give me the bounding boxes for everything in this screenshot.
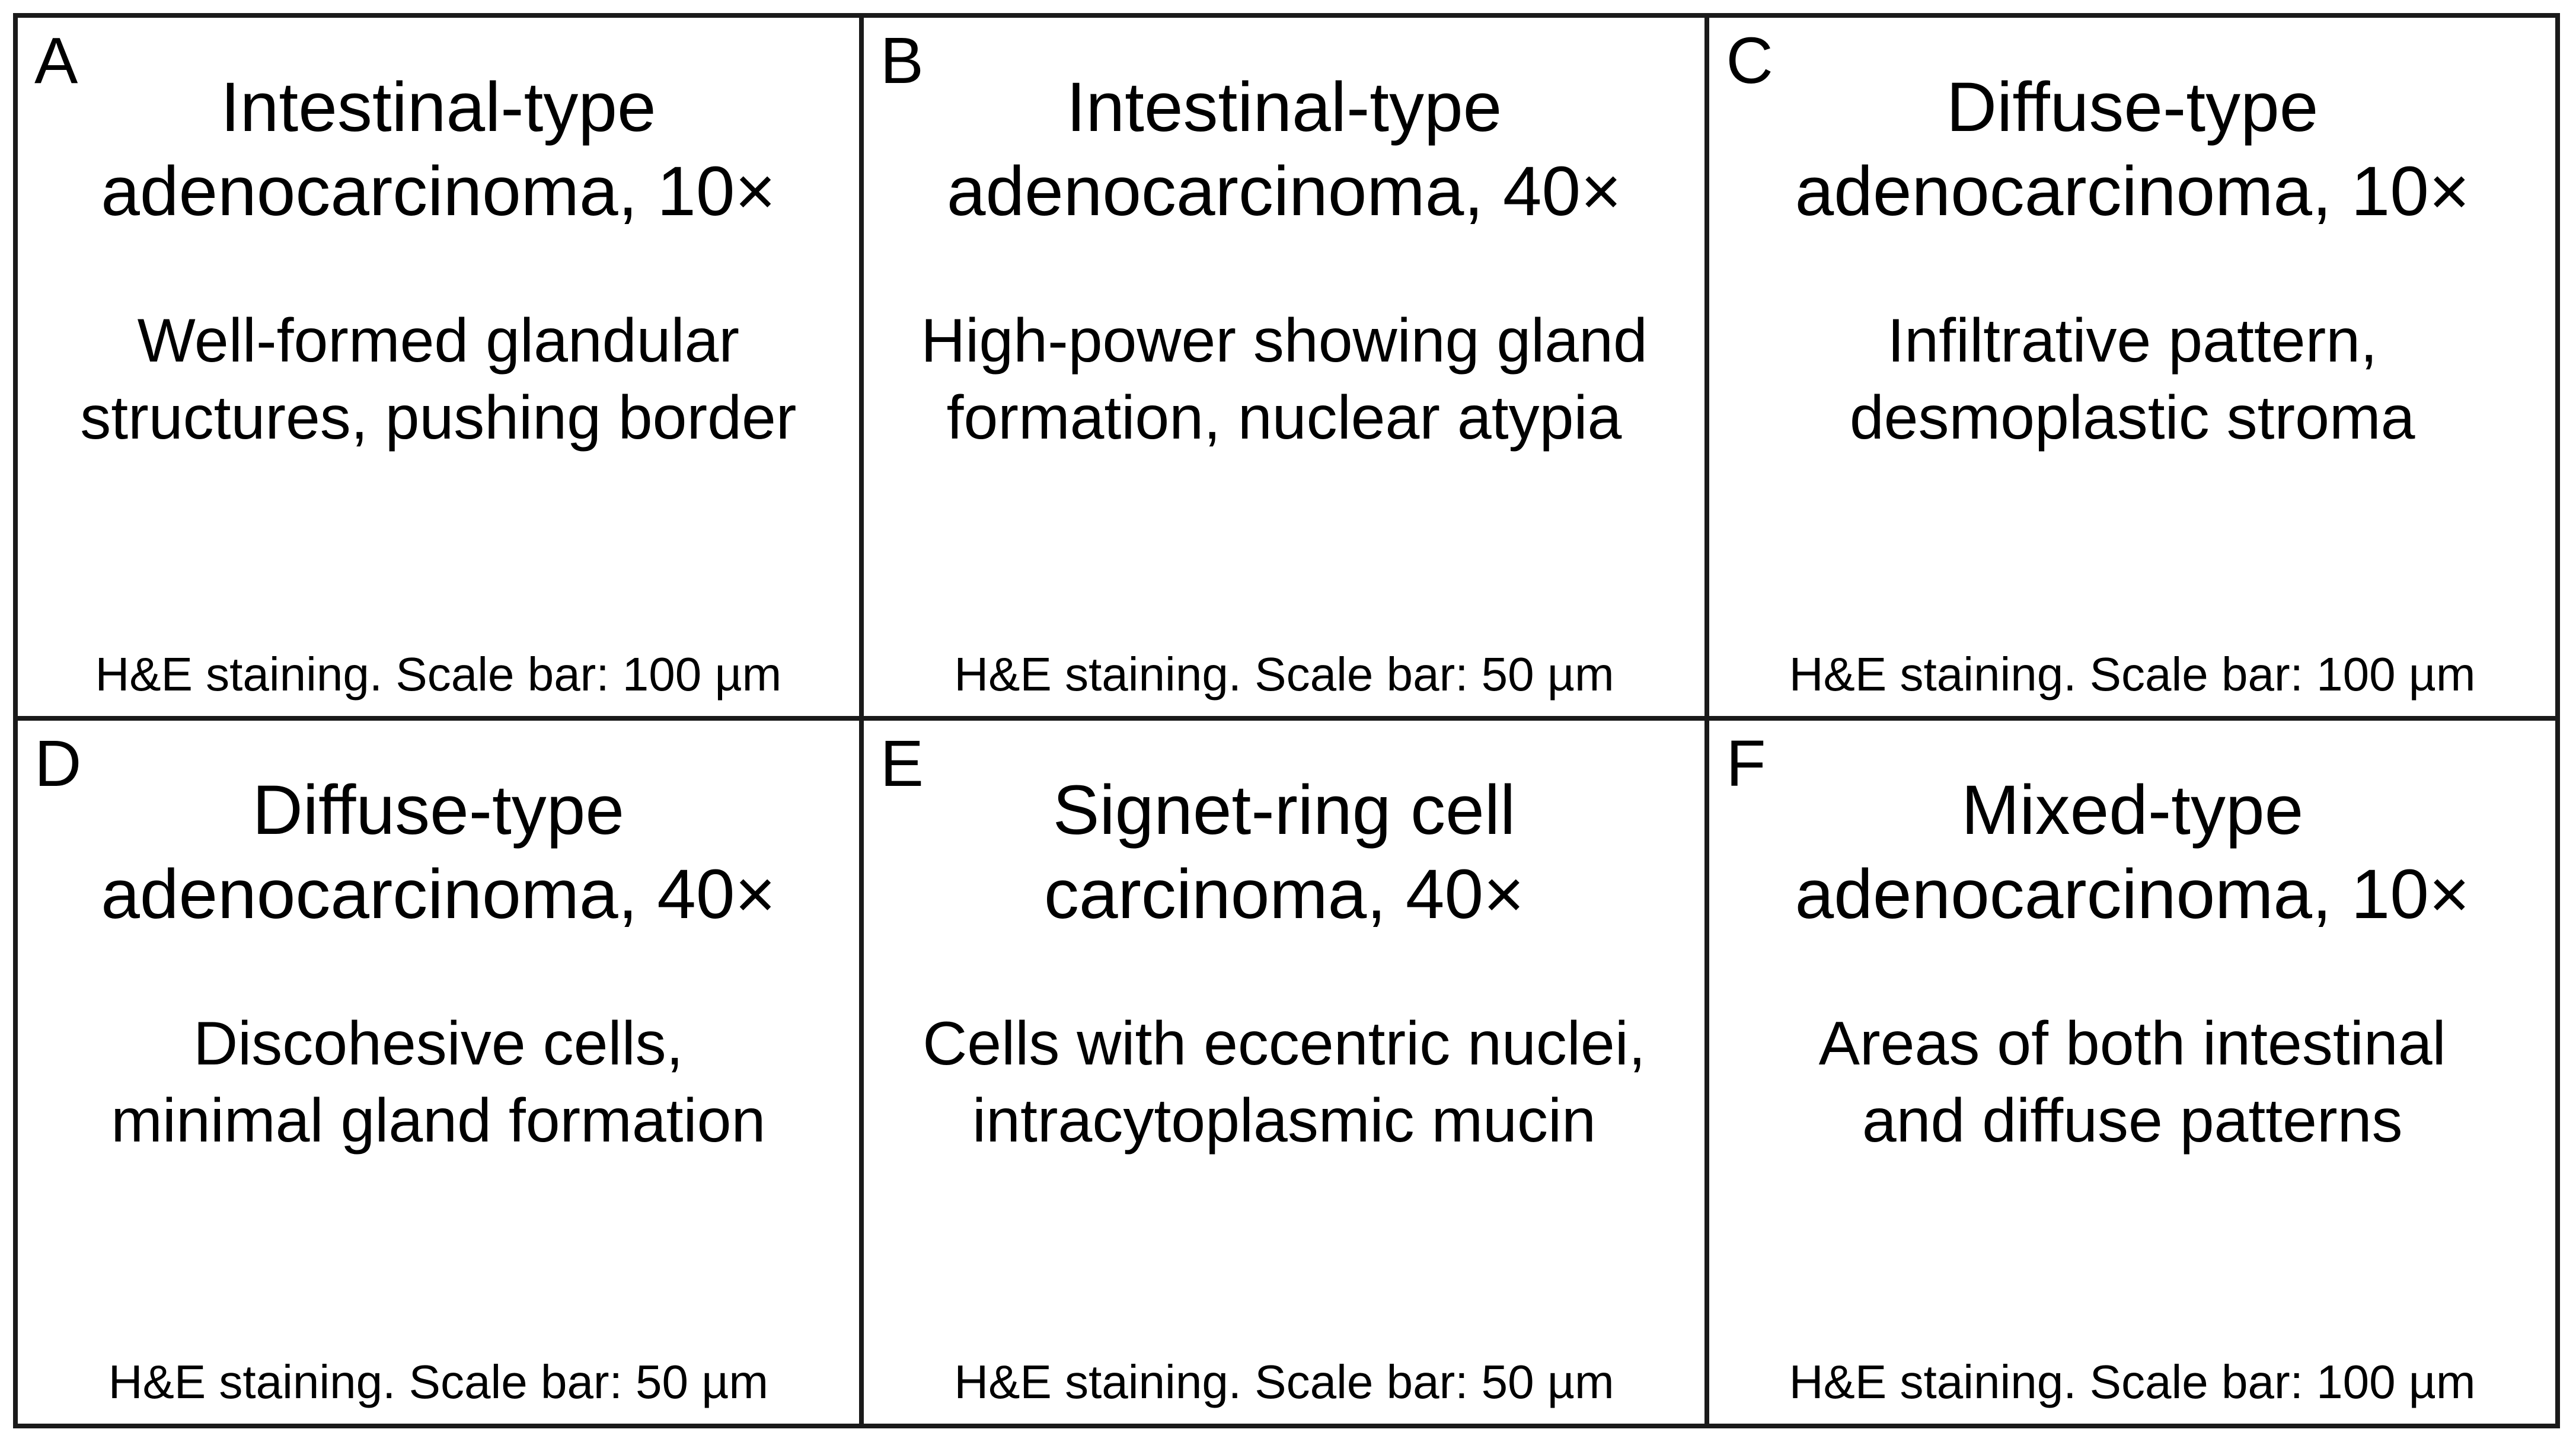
panel-e: E Signet-ring cell carcinoma, 40× Cells … <box>864 721 1710 1424</box>
panel-title-line: Mixed-type <box>1961 771 2304 849</box>
panel-letter: D <box>34 727 82 800</box>
panel-footer-caption: H&E staining. Scale bar: 100 µm <box>95 648 782 701</box>
panel-title-line: carcinoma, 40× <box>1043 855 1525 933</box>
panel-description-line: structures, pushing border <box>80 383 797 452</box>
panel-title: Intestinal-type adenocarcinoma, 40× <box>888 65 1681 234</box>
panel-title-line: Signet-ring cell <box>1052 771 1516 849</box>
panel-description: Areas of both intestinal and diffuse pat… <box>1727 1005 2537 1159</box>
panel-description-line: High-power showing gland <box>921 306 1648 375</box>
panel-title-line: adenocarcinoma, 10× <box>101 152 776 231</box>
panel-description: Well-formed glandular structures, pushin… <box>36 302 841 456</box>
panel-title-line: Diffuse-type <box>1946 68 2319 146</box>
panel-title: Intestinal-type adenocarcinoma, 10× <box>42 65 835 234</box>
panel-description-line: Cells with eccentric nuclei, <box>922 1009 1646 1078</box>
panel-description-line: formation, nuclear atypia <box>946 383 1622 452</box>
panel-description-line: Discohesive cells, <box>193 1009 684 1078</box>
panel-title: Signet-ring cell carcinoma, 40× <box>888 768 1681 936</box>
figure-panel-grid: A Intestinal-type adenocarcinoma, 10× We… <box>13 13 2560 1428</box>
panel-description-line: Well-formed glandular <box>137 306 740 375</box>
panel-title: Diffuse-type adenocarcinoma, 10× <box>1733 65 2532 234</box>
panel-letter: C <box>1726 24 1773 97</box>
panel-c: C Diffuse-type adenocarcinoma, 10× Infil… <box>1709 18 2555 721</box>
panel-title: Mixed-type adenocarcinoma, 10× <box>1733 768 2532 936</box>
panel-title: Diffuse-type adenocarcinoma, 40× <box>42 768 835 936</box>
panel-letter: A <box>34 24 78 97</box>
panel-title-line: adenocarcinoma, 40× <box>101 855 776 933</box>
panel-title-line: Intestinal-type <box>1066 68 1502 146</box>
panel-title-line: adenocarcinoma, 10× <box>1795 855 2470 933</box>
panel-d: D Diffuse-type adenocarcinoma, 40× Disco… <box>18 721 864 1424</box>
panel-footer-caption: H&E staining. Scale bar: 50 µm <box>954 648 1614 701</box>
panel-footer-caption: H&E staining. Scale bar: 50 µm <box>108 1355 768 1408</box>
panel-letter: E <box>880 727 924 800</box>
panel-description-line: Infiltrative pattern, <box>1887 306 2377 375</box>
panel-footer-caption: H&E staining. Scale bar: 100 µm <box>1789 1355 2476 1408</box>
panel-f: F Mixed-type adenocarcinoma, 10× Areas o… <box>1709 721 2555 1424</box>
panel-description-line: intracytoplasmic mucin <box>972 1086 1596 1155</box>
panel-description-line: desmoplastic stroma <box>1849 383 2415 452</box>
panel-description-line: and diffuse patterns <box>1862 1086 2403 1155</box>
panel-title-line: Diffuse-type <box>252 771 625 849</box>
panel-b: B Intestinal-type adenocarcinoma, 40× Hi… <box>863 18 1710 721</box>
panel-description: Discohesive cells, minimal gland formati… <box>36 1005 841 1159</box>
panel-title-line: adenocarcinoma, 10× <box>1795 152 2470 231</box>
panel-title-line: Intestinal-type <box>221 68 656 146</box>
panel-description: Cells with eccentric nuclei, intracytopl… <box>882 1005 1687 1159</box>
panel-letter: F <box>1726 727 1766 800</box>
panel-title-line: adenocarcinoma, 40× <box>946 152 1622 231</box>
panel-a: A Intestinal-type adenocarcinoma, 10× We… <box>18 18 864 721</box>
panel-footer-caption: H&E staining. Scale bar: 100 µm <box>1789 648 2476 701</box>
panel-letter: B <box>880 24 924 97</box>
panel-description-line: minimal gland formation <box>111 1086 766 1155</box>
panel-description: High-power showing gland formation, nucl… <box>882 302 1687 456</box>
panel-footer-caption: H&E staining. Scale bar: 50 µm <box>954 1355 1614 1408</box>
panel-description: Infiltrative pattern, desmoplastic strom… <box>1727 302 2537 456</box>
panel-description-line: Areas of both intestinal <box>1818 1009 2446 1078</box>
